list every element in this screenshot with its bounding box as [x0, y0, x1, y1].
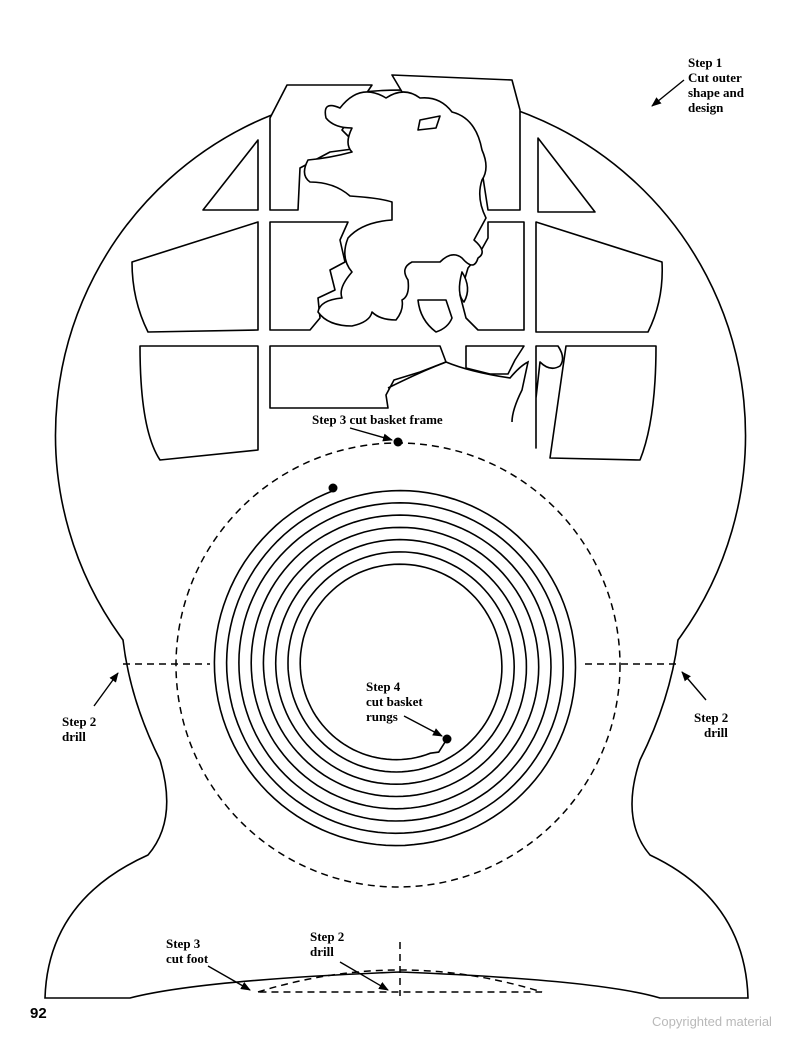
svg-text:shape and: shape and	[688, 85, 745, 100]
copyright-notice: Copyrighted material	[652, 1014, 772, 1029]
window-pane	[535, 221, 664, 333]
window-pane	[202, 139, 259, 211]
basket-frame-drill-dot	[393, 437, 403, 447]
step3-foot-arrow	[207, 965, 251, 991]
svg-text:drill: drill	[310, 944, 334, 959]
svg-text:cut foot: cut foot	[166, 951, 209, 966]
step2-bottom-arrow	[339, 961, 389, 991]
svg-text:drill: drill	[62, 729, 86, 744]
elf-figure	[303, 91, 487, 327]
step2-right-arrow	[681, 671, 707, 701]
window-pane	[131, 221, 259, 333]
window-pane	[465, 345, 525, 375]
window-pane	[535, 345, 564, 449]
window-pane	[269, 221, 349, 331]
svg-text:cut basket: cut basket	[366, 694, 423, 709]
step2-left-arrow	[93, 672, 119, 707]
svg-text:Step 2: Step 2	[62, 714, 96, 729]
window-pane	[139, 345, 259, 461]
svg-text:Step 2: Step 2	[694, 710, 728, 725]
window-panes	[131, 74, 664, 461]
window-pane	[537, 137, 596, 213]
step4-arrow	[403, 715, 443, 737]
page-number: 92	[30, 1005, 47, 1022]
step3-frame-arrow	[349, 427, 393, 442]
foot-cut-line	[257, 969, 543, 993]
outer-shape-outline	[44, 89, 749, 999]
step3-foot-label: Step 3 cut foot	[166, 936, 209, 966]
elf-silhouette	[303, 91, 487, 333]
svg-text:drill: drill	[704, 725, 728, 740]
step2-right-label: Step 2 drill	[694, 710, 728, 740]
step4-label: Step 4 cut basket rungs	[366, 679, 423, 724]
window-pane	[459, 221, 525, 331]
step2-left-label: Step 2 drill	[62, 714, 96, 744]
svg-text:design: design	[688, 100, 724, 115]
svg-text:Step 3: Step 3	[166, 936, 201, 951]
svg-text:Cut outer: Cut outer	[688, 70, 742, 85]
window-pane	[269, 345, 447, 409]
elf-mouth	[417, 115, 441, 131]
step1-arrow	[651, 79, 685, 107]
step3-frame-label: Step 3 cut basket frame	[312, 412, 443, 427]
hill-ledge	[387, 360, 530, 423]
step2-bottom-label: Step 2 drill	[310, 929, 344, 959]
candle-flame	[458, 271, 469, 303]
spiral-outer-drill-dot	[328, 483, 338, 493]
step1-label: Step 1 Cut outer shape and design	[688, 55, 745, 115]
svg-text:Step 1: Step 1	[688, 55, 722, 70]
window-pane	[549, 345, 657, 461]
svg-text:Step 2: Step 2	[310, 929, 344, 944]
basket-rungs-spiral	[213, 489, 577, 847]
spiral-inner-drill-dot	[442, 734, 452, 744]
svg-text:rungs: rungs	[366, 709, 398, 724]
svg-text:Step 4: Step 4	[366, 679, 401, 694]
elf-boot	[417, 299, 453, 333]
